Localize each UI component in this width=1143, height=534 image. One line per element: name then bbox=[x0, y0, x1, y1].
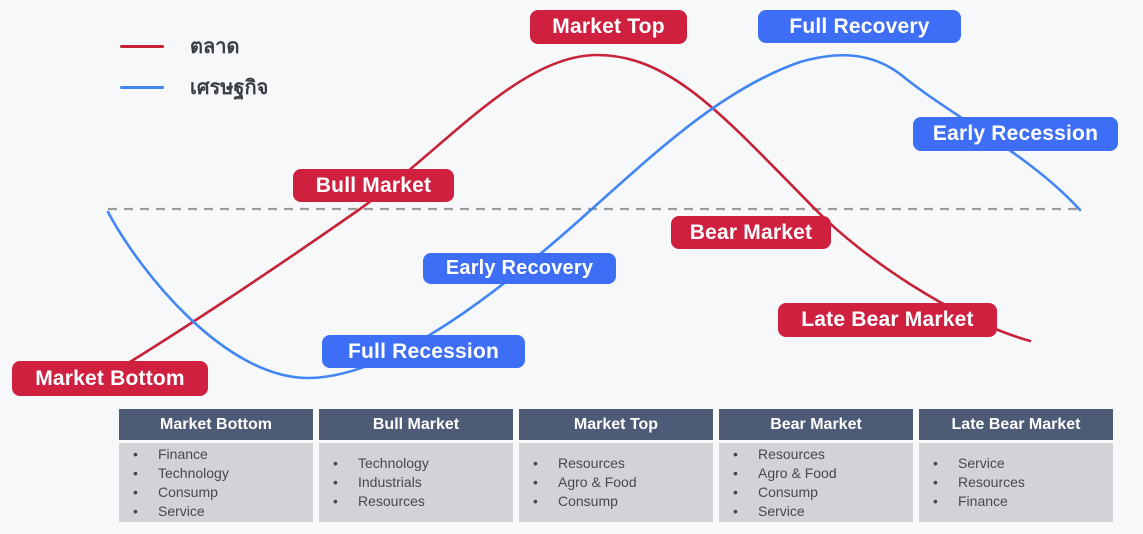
table-column-bull-market: Bull Market Technology Industrials Resou… bbox=[319, 409, 513, 522]
sector-item: Service bbox=[719, 502, 913, 521]
sector-item: Industrials bbox=[319, 473, 513, 492]
column-header: Market Top bbox=[519, 409, 713, 440]
economy-curve bbox=[106, 54, 1082, 380]
tag-bull-market: Bull Market bbox=[293, 169, 454, 202]
legend-item-economy: เศรษฐกิจ bbox=[120, 71, 268, 103]
tag-market-bottom: Market Bottom bbox=[12, 361, 208, 396]
economy-line-swatch bbox=[120, 85, 164, 89]
legend-item-market: ตลาด bbox=[120, 30, 239, 62]
table-column-bear-market: Bear Market Resources Agro & Food Consum… bbox=[719, 409, 913, 522]
sector-item: Technology bbox=[319, 454, 513, 473]
sector-item: Resources bbox=[919, 473, 1113, 492]
sector-item: Resources bbox=[519, 454, 713, 473]
legend-economy-label: เศรษฐกิจ bbox=[190, 75, 269, 99]
column-body: Finance Technology Consump Service bbox=[119, 443, 313, 522]
tag-early-recession: Early Recession bbox=[913, 117, 1118, 151]
sector-item: Agro & Food bbox=[519, 473, 713, 492]
tag-bear-market: Bear Market bbox=[671, 216, 831, 249]
table-column-market-top: Market Top Resources Agro & Food Consump bbox=[519, 409, 713, 522]
column-header: Bear Market bbox=[719, 409, 913, 440]
sector-table: Market Bottom Finance Technology Consump… bbox=[119, 409, 1113, 522]
sector-item: Service bbox=[919, 454, 1113, 473]
sector-item: Technology bbox=[119, 464, 313, 483]
sector-item: Consump bbox=[519, 492, 713, 511]
sector-item: Agro & Food bbox=[719, 464, 913, 483]
tag-market-top: Market Top bbox=[530, 10, 687, 44]
sector-item: Resources bbox=[719, 445, 913, 464]
column-body: Resources Agro & Food Consump Service bbox=[719, 443, 913, 522]
column-body: Service Resources Finance bbox=[919, 443, 1113, 522]
legend-market-label: ตลาด bbox=[190, 34, 240, 58]
sector-item: Service bbox=[119, 502, 313, 521]
sector-item: Resources bbox=[319, 492, 513, 511]
table-column-market-bottom: Market Bottom Finance Technology Consump… bbox=[119, 409, 313, 522]
market-curve bbox=[98, 53, 1032, 382]
tag-late-bear-market: Late Bear Market bbox=[778, 303, 997, 337]
column-header: Bull Market bbox=[319, 409, 513, 440]
sector-item: Finance bbox=[919, 492, 1113, 511]
table-column-late-bear-market: Late Bear Market Service Resources Finan… bbox=[919, 409, 1113, 522]
tag-early-recovery: Early Recovery bbox=[423, 253, 616, 284]
column-header: Late Bear Market bbox=[919, 409, 1113, 440]
sector-item: Finance bbox=[119, 445, 313, 464]
column-header: Market Bottom bbox=[119, 409, 313, 440]
sector-item: Consump bbox=[119, 483, 313, 502]
sector-item: Consump bbox=[719, 483, 913, 502]
tag-full-recovery: Full Recovery bbox=[758, 10, 961, 43]
column-body: Resources Agro & Food Consump bbox=[519, 443, 713, 522]
column-body: Technology Industrials Resources bbox=[319, 443, 513, 522]
market-line-swatch bbox=[120, 44, 164, 48]
tag-full-recession: Full Recession bbox=[322, 335, 525, 368]
